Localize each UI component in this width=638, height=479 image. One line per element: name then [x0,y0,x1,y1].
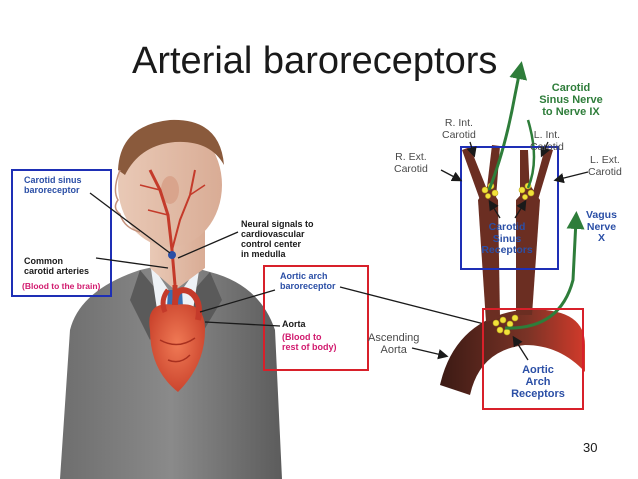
label-line: X [597,232,605,245]
page-number: 30 [583,440,598,455]
left-blue-box [11,169,112,297]
label-carotid-sinus-nerve: Carotid Sinus Nerve to Nerve IX [535,82,607,118]
label-line: Carotid [530,140,564,153]
man-illustration [60,119,282,479]
label-r-int-carotid: R. Int. Carotid [442,117,476,141]
label-line: control center [241,238,302,249]
label-line: baroreceptor [24,184,80,195]
label-line: R. Ext. [395,151,427,163]
label-line: Aortic [522,364,554,376]
label-line: Ascending [368,332,420,344]
label-line: Common [24,256,63,266]
right-leader-arrows [411,141,589,361]
label-line: Carotid sinus [24,175,82,185]
label-r-ext-carotid: R. Ext. Carotid [394,151,428,175]
label-line: cardiovascular [241,228,305,239]
right-blue-box [460,146,559,270]
left-red-box [263,265,369,371]
label-blood-to-brain: (Blood to the brain) [22,281,101,291]
label-blood-to-body: (Blood to rest of body) [282,332,337,353]
label-aortic-arch-baroreceptor: Aortic arch baroreceptor [280,271,336,292]
label-line: baroreceptor [280,280,336,291]
label-line: Carotid [394,162,428,175]
label-line: L. Int. [533,129,561,141]
label-carotid-sinus-baroreceptor: Carotid sinus baroreceptor [24,175,82,196]
label-carotid-sinus-receptors: Carotid Sinus Receptors [476,221,538,257]
page-title: Arterial baroreceptors [132,40,498,82]
right-red-box [482,308,584,410]
left-leader-lines [89,192,493,327]
label-line: Aorta [380,344,407,357]
label-line: Carotid [588,165,622,178]
label-l-int-carotid: L. Int. Carotid [530,129,564,153]
label-line: Vagus [586,209,617,221]
label-line: Sinus [492,232,522,245]
artery-illustration [440,61,585,395]
label-line: Aortic arch [280,271,328,281]
label-vagus-nerve: Vagus Nerve X [586,209,617,245]
label-aorta: Aorta [282,319,306,329]
label-line: to Nerve IX [542,106,600,119]
label-line: Nerve [586,220,617,233]
label-ascending-aorta: Ascending Aorta [368,332,419,356]
label-line: L. Ext. [590,154,620,166]
label-line: Receptors [511,388,565,401]
label-l-ext-carotid: L. Ext. Carotid [588,154,622,178]
label-line: Neural signals to [241,219,314,229]
label-line: R. Int. [444,117,473,129]
label-line: Sinus Nerve [539,94,603,107]
label-line: Carotid [488,221,526,233]
label-line: rest of body) [282,341,337,352]
label-line: Receptors [481,244,533,257]
label-aortic-arch-receptors: Aortic Arch Receptors [508,364,568,400]
label-line: (Blood to [282,332,322,342]
label-neural-signals: Neural signals to cardiovascular control… [241,219,314,260]
label-line: Carotid [551,82,591,94]
label-line: carotid arteries [24,265,90,276]
label-line: Arch [525,376,551,389]
label-common-carotid: Common carotid arteries [24,256,90,277]
label-line: in medulla [241,248,286,259]
label-line: Carotid [442,128,476,141]
